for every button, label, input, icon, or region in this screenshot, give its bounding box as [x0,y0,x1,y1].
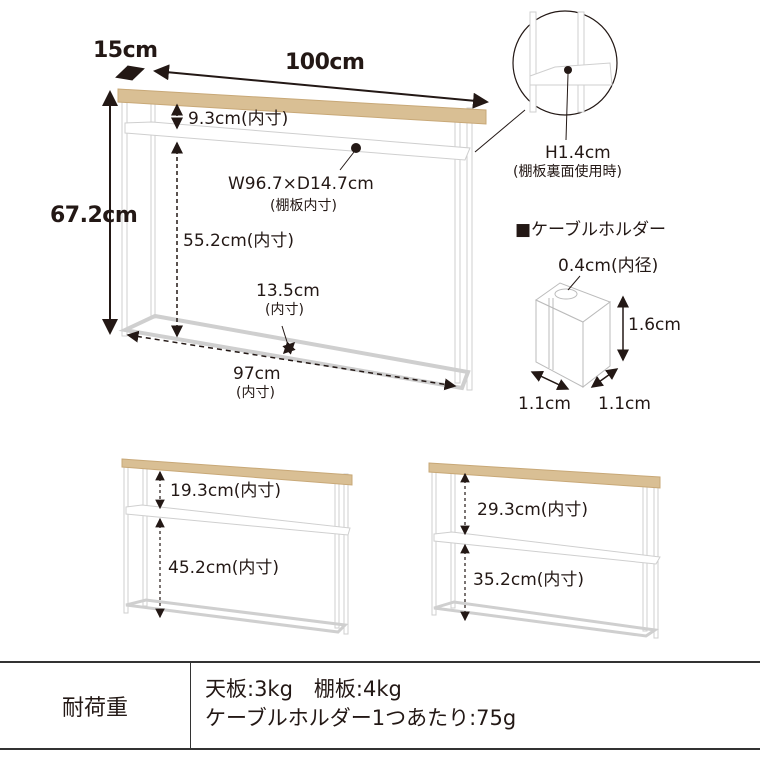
upper-gap-label: 9.3cm(内寸) [188,109,289,129]
detail-circle [512,10,618,141]
load-capacity-line-1: 天板:3kg 棚板:4kg [205,677,402,701]
cable-holder-depth: 1.1cm [598,394,651,414]
cable-holder-height: 1.6cm [628,315,681,335]
depth-label: 15cm [93,38,158,63]
load-capacity-values: 天板:3kg 棚板:4kg ケーブルホルダー1つあたり:75g [205,675,516,733]
inner-depth-note: (内寸) [265,302,304,318]
cable-holder-title: ■ケーブルホルダー [515,220,667,240]
cable-holder-illustration [530,275,629,390]
height-label: 67.2cm [50,203,138,228]
width-label: 100cm [285,50,365,75]
lower-gap-label: 55.2cm(内寸) [183,231,295,251]
shelf-reverse-note: (棚板裏面使用時) [513,164,622,180]
shelf-size-label: W96.7×D14.7cm [228,174,374,194]
variant-2-upper-gap: 29.3cm(内寸) [477,500,589,520]
inner-width-note: (内寸) [236,385,275,401]
variant-1-illustration [121,458,353,635]
load-capacity-header: 耐荷重 [0,663,191,748]
inner-depth-label: 13.5cm [256,281,320,301]
inner-width-label: 97cm [233,364,281,384]
shelf-size-note: (棚板内寸) [270,198,337,214]
load-capacity-table: 耐荷重 天板:3kg 棚板:4kg ケーブルホルダー1つあたり:75g [0,661,760,750]
variant-2-illustration [428,462,661,639]
variant-1-lower-gap: 45.2cm(内寸) [168,558,280,578]
cable-holder-diameter: 0.4cm(内径) [558,256,659,276]
load-capacity-line-2: ケーブルホルダー1つあたり:75g [205,706,517,730]
cable-holder-width: 1.1cm [518,394,571,414]
variant-2-lower-gap: 35.2cm(内寸) [473,570,585,590]
main-table-illustration [117,88,526,391]
shelf-reverse-height-label: H1.4cm [545,143,611,163]
variant-1-upper-gap: 19.3cm(内寸) [170,481,282,501]
